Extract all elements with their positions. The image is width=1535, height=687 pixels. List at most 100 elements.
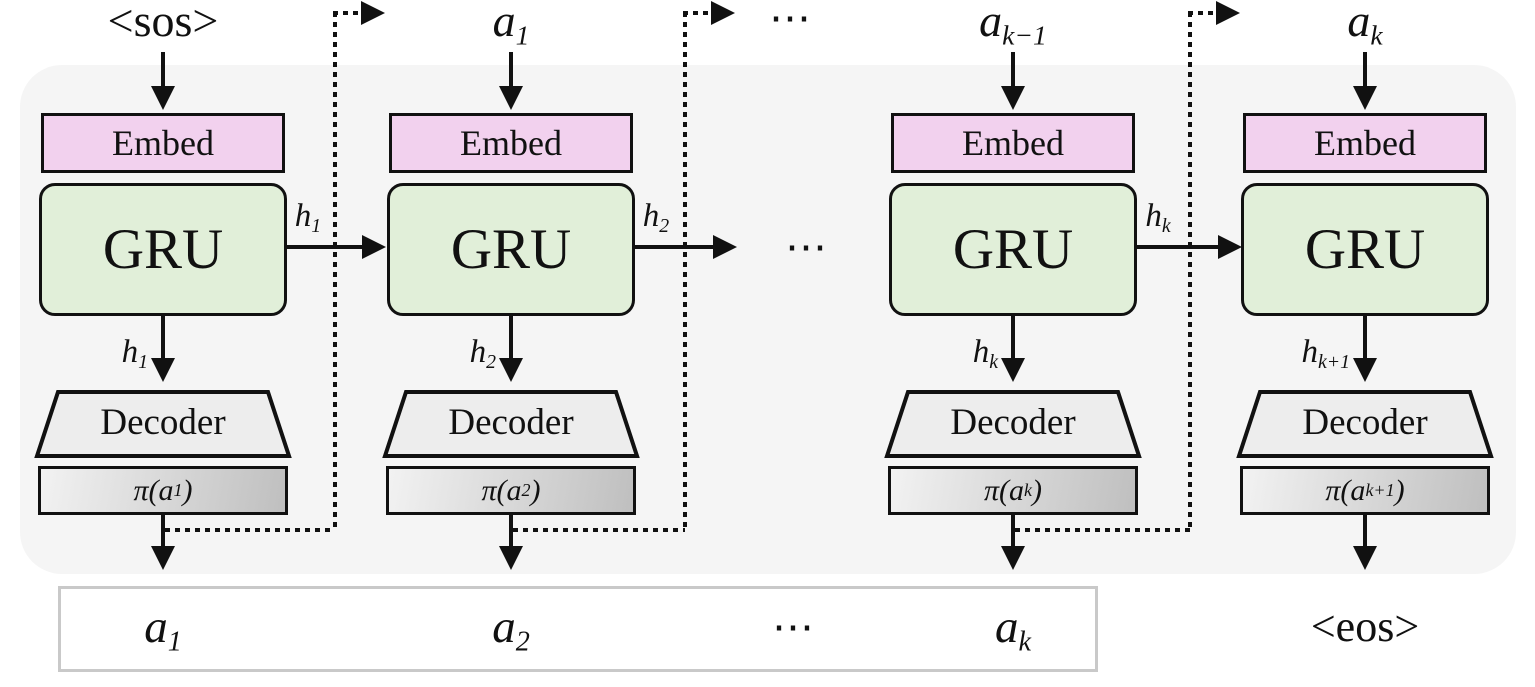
pi-suffix: ) (182, 473, 193, 507)
output-sequence-box (58, 586, 1098, 672)
input-token-base: a (492, 0, 516, 46)
feedback-dotted-top (683, 11, 713, 15)
input-token-label: <sos> (53, 0, 273, 60)
output-token-base: <eos> (1310, 602, 1420, 651)
embed-label: Embed (112, 123, 214, 163)
output-arrow-shaft (1363, 515, 1367, 548)
input-token-label: ak−1 (903, 0, 1123, 60)
feedback-dotted-top (333, 11, 363, 15)
gru-to-decoder-arrow-head (151, 358, 175, 382)
decoder-trapezoid (382, 390, 640, 458)
output-arrow-head (1001, 546, 1025, 570)
pi-prefix: π(a (1325, 473, 1366, 507)
hidden-state-down-label: hk+1 (1230, 334, 1350, 374)
gru-to-decoder-arrow-head (499, 358, 523, 382)
h-base: h (642, 198, 660, 234)
h-sub: k (989, 350, 998, 373)
input-token-sub: k (1370, 19, 1383, 51)
top-row-ellipsis: ⋯ (769, 0, 815, 42)
feedback-dotted-horizontal (165, 528, 335, 532)
decoder-label: Decoder (1302, 402, 1428, 443)
feedback-arrow-head (361, 1, 385, 25)
h-sub: 2 (659, 214, 670, 237)
gru-box: GRU (889, 183, 1137, 316)
output-arrow-head (499, 546, 523, 570)
pi-sub: 2 (521, 480, 531, 500)
input-arrow-head (1001, 86, 1025, 110)
output-token-sub: 2 (515, 626, 530, 658)
hidden-state-right-label: h2 (616, 198, 696, 238)
gru-to-decoder-arrow-shaft (509, 315, 513, 360)
gru-to-decoder-arrow-head (1001, 358, 1025, 382)
embed-box: Embed (891, 113, 1135, 173)
output-token-sub: k (1018, 626, 1031, 658)
input-token-sub: k−1 (1002, 19, 1047, 51)
h-base: h (1145, 198, 1162, 234)
decoder-trapezoid (34, 390, 292, 458)
gru-to-decoder-arrow-head (1353, 358, 1377, 382)
feedback-arrow-head (711, 1, 735, 25)
gru-box: GRU (387, 183, 635, 316)
feedback-dotted-top (1188, 11, 1218, 15)
gru-to-decoder-arrow-shaft (1011, 315, 1015, 360)
h-base: h (294, 198, 312, 234)
decoder-trapezoid (884, 390, 1142, 458)
h-base: h (469, 334, 487, 370)
output-token-label: a2 (381, 599, 641, 670)
hidden-state-arrow-head (713, 235, 737, 259)
decoder-label: Decoder (950, 402, 1076, 443)
hidden-state-arrow-shaft (287, 245, 364, 249)
gru-label: GRU (450, 218, 572, 281)
gru-to-decoder-arrow-shaft (1363, 315, 1367, 360)
hidden-state-down-label: h2 (376, 334, 496, 374)
input-token-sub: 1 (515, 19, 530, 51)
output-arrow-shaft (161, 515, 165, 548)
hidden-state-down-label: h1 (28, 334, 148, 374)
embed-box: Embed (41, 113, 285, 173)
h-sub: k+1 (1317, 350, 1350, 373)
output-arrow-head (151, 546, 175, 570)
input-token-base: <sos> (107, 0, 219, 46)
hidden-chain-ellipsis: ⋯ (785, 225, 831, 271)
pi-suffix: ) (530, 473, 541, 507)
input-token-base: a (979, 0, 1003, 46)
pi-sub: k (1024, 480, 1033, 500)
input-token-base: a (1347, 0, 1371, 46)
feedback-arrow-head (1216, 1, 1240, 25)
input-arrow-head (151, 86, 175, 110)
decoder-label: Decoder (100, 402, 226, 443)
embed-label: Embed (460, 123, 562, 163)
input-arrow-head (1353, 86, 1377, 110)
gru-box: GRU (1241, 183, 1489, 316)
pi-sub: 1 (173, 480, 183, 500)
output-token-base: a (994, 601, 1019, 653)
feedback-dotted-vertical (683, 12, 687, 532)
pi-prefix: π(a (983, 473, 1025, 507)
input-arrow-shaft (1011, 52, 1015, 88)
gru-box: GRU (39, 183, 287, 316)
h-sub: 2 (486, 350, 496, 373)
gru-label: GRU (952, 218, 1074, 281)
input-token-label: ak (1255, 0, 1475, 60)
output-row-ellipsis: ⋯ (772, 605, 818, 651)
embed-box: Embed (389, 113, 633, 173)
input-arrow-shaft (1363, 52, 1367, 88)
hidden-state-arrow-head (1218, 235, 1242, 259)
pi-prefix: π(a (481, 473, 522, 507)
embed-label: Embed (962, 123, 1064, 163)
hidden-state-right-label: h1 (268, 198, 348, 238)
output-arrow-shaft (1011, 515, 1015, 548)
hidden-state-arrow-head (362, 235, 386, 259)
input-arrow-head (499, 86, 523, 110)
